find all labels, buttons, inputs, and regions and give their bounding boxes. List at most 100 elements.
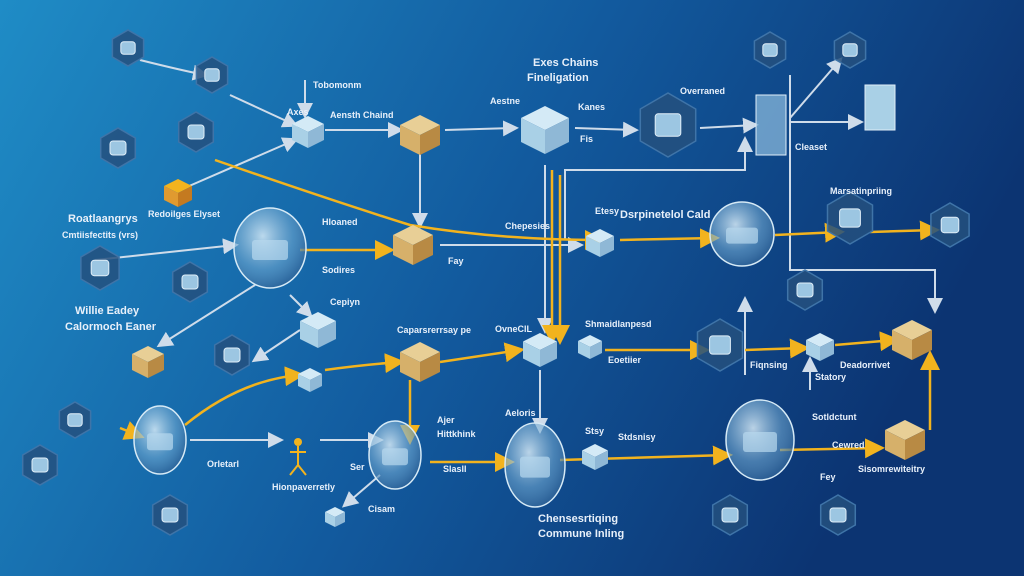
node-label: Aestne xyxy=(490,96,520,106)
equipment-node[interactable] xyxy=(930,202,970,248)
equipment-node[interactable] xyxy=(833,31,867,69)
processing-sphere-node[interactable] xyxy=(709,201,775,267)
warehouse-cube-node[interactable] xyxy=(298,368,322,392)
machine-icon xyxy=(31,457,49,473)
supplier-box-node[interactable] xyxy=(885,420,925,460)
node-label: Etesy xyxy=(595,206,619,216)
node-label: Cepiyn xyxy=(330,297,360,307)
node-label: Deadorrivet xyxy=(840,360,890,370)
equipment-node[interactable] xyxy=(696,318,744,372)
processing-sphere-node[interactable] xyxy=(725,399,795,481)
processing-sphere-node[interactable] xyxy=(504,422,566,508)
equipment-node[interactable] xyxy=(213,334,251,376)
person-icon xyxy=(289,438,307,476)
node-label: Cleaset xyxy=(795,142,827,152)
machine-icon xyxy=(762,43,778,57)
node-label: Cisam xyxy=(368,504,395,514)
machine-icon xyxy=(839,208,861,228)
machine-icon xyxy=(90,259,110,277)
node-label: Sodires xyxy=(322,265,355,275)
equipment-node[interactable] xyxy=(826,191,874,245)
node-label: Aeloris xyxy=(505,408,536,418)
equipment-node[interactable] xyxy=(177,111,215,153)
flow-arrow xyxy=(229,94,299,128)
flow-arrow xyxy=(179,137,299,191)
supplier-box-node[interactable] xyxy=(393,225,433,265)
equipment-node[interactable] xyxy=(753,31,787,69)
machine-icon xyxy=(181,274,199,290)
equipment-node[interactable] xyxy=(195,56,229,94)
node-label: Aensth Chaind xyxy=(330,110,394,120)
flow-arrow xyxy=(789,75,943,314)
equipment-node[interactable] xyxy=(58,401,92,439)
node-label: Caparsrerrsay pe xyxy=(397,325,471,335)
supplier-box-node[interactable] xyxy=(400,342,440,382)
flow-arrow xyxy=(444,120,519,137)
title-label: Fineligation xyxy=(527,72,589,84)
equipment-node[interactable] xyxy=(151,494,189,536)
machine-icon xyxy=(940,216,960,234)
node-label: Cewred xyxy=(832,440,865,450)
machine-icon xyxy=(204,68,220,82)
flow-arrow xyxy=(564,136,753,240)
machine-icon xyxy=(842,43,858,57)
warehouse-cube-node[interactable] xyxy=(582,444,608,470)
node-label: Ajer xyxy=(437,415,455,425)
warehouse-cube-node[interactable] xyxy=(292,116,324,148)
flow-arrow xyxy=(341,474,381,508)
supplier-box-node[interactable] xyxy=(400,115,440,155)
machine-icon xyxy=(796,282,814,298)
equipment-node[interactable] xyxy=(111,29,145,67)
flow-arrow-primary xyxy=(214,158,605,250)
server-node[interactable] xyxy=(864,84,896,131)
processing-sphere-node[interactable] xyxy=(133,405,187,475)
machine-icon xyxy=(829,507,847,523)
warehouse-cube-node[interactable] xyxy=(300,312,336,348)
warehouse-cube-node[interactable] xyxy=(523,333,557,367)
node-label: Hittkhink xyxy=(437,429,476,439)
flow-arrow xyxy=(251,329,301,363)
warehouse-cube-node[interactable] xyxy=(586,229,614,257)
processing-sphere-node[interactable] xyxy=(233,207,307,289)
processing-sphere-node[interactable] xyxy=(368,420,422,490)
node-label: Hloaned xyxy=(322,217,358,227)
warehouse-cube-node[interactable] xyxy=(806,333,834,361)
node-label: Cmtiisfectits (vrs) xyxy=(62,230,138,240)
supplier-box-node[interactable] xyxy=(892,320,932,360)
node-label: Chepesies xyxy=(505,221,550,231)
warehouse-cube-node[interactable] xyxy=(325,507,345,527)
flow-arrow xyxy=(789,56,843,119)
node-label: Marsatinpriing xyxy=(830,186,892,196)
labels: Exes Chains Fineligation Tobomonm Axes A… xyxy=(62,57,925,540)
flow-arrow-primary xyxy=(834,331,900,352)
node-label: Dsrpinetelol Cald xyxy=(620,209,710,221)
equipment-node[interactable] xyxy=(711,494,749,536)
warehouse-cube-node[interactable] xyxy=(578,335,602,359)
node-label: Hionpaverretly xyxy=(272,482,335,492)
node-label: Fay xyxy=(448,256,464,266)
equipment-node[interactable] xyxy=(639,92,697,158)
equipment-node[interactable] xyxy=(819,494,857,536)
equipment-node[interactable] xyxy=(80,245,120,291)
orange-box-node[interactable] xyxy=(164,179,192,207)
machine-icon xyxy=(709,335,731,355)
equipment-node[interactable] xyxy=(786,269,824,311)
machine-icon xyxy=(654,113,682,137)
equipment-node[interactable] xyxy=(99,127,137,169)
node-label: Statory xyxy=(815,372,846,382)
equipment-node[interactable] xyxy=(21,444,59,486)
flow-arrow-primary xyxy=(439,342,525,364)
flow-arrow xyxy=(699,117,759,134)
node-label: Axes xyxy=(287,107,309,117)
equipment-node[interactable] xyxy=(171,261,209,303)
node-label: Fey xyxy=(820,472,836,482)
node-label: Slasll xyxy=(443,464,467,474)
machine-icon xyxy=(223,347,241,363)
node-label: Fis xyxy=(580,134,593,144)
flow-arrow-primary xyxy=(744,338,810,359)
node-label: Tobomonm xyxy=(313,80,361,90)
supplier-box-node[interactable] xyxy=(132,346,164,378)
warehouse-cube-node[interactable] xyxy=(521,106,569,154)
tower-node[interactable] xyxy=(755,94,787,156)
